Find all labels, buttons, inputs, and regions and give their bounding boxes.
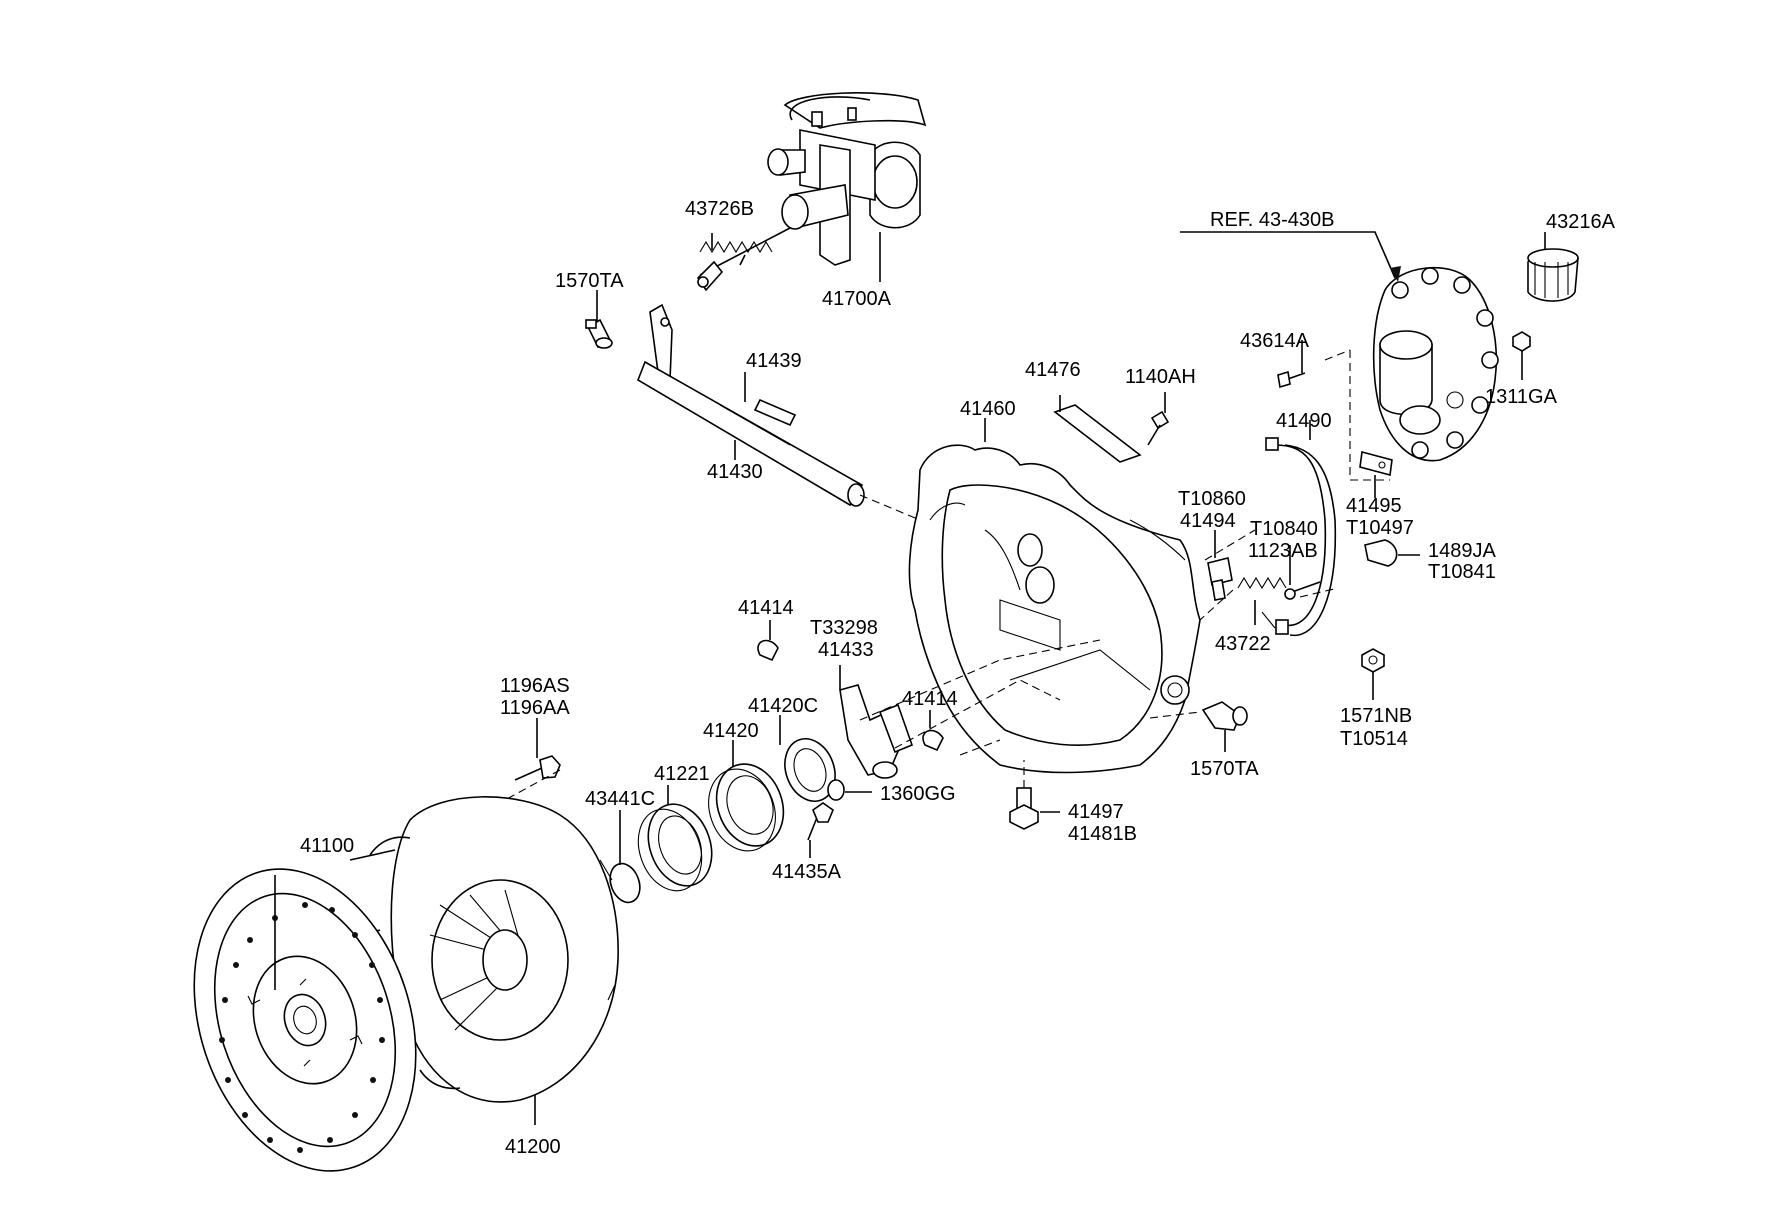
label-41414-right[interactable]: 41414: [902, 688, 958, 710]
elbow-fitting-1570TA-bottom[interactable]: [1201, 701, 1248, 731]
plate-41476[interactable]: [1053, 404, 1142, 463]
clutch-disc-41100[interactable]: [157, 840, 453, 1200]
nut-1311GA[interactable]: [1512, 331, 1531, 352]
label-43722[interactable]: 43722: [1215, 633, 1271, 655]
label-1123AB[interactable]: 1123AB: [1248, 540, 1318, 562]
label-41460[interactable]: 41460: [960, 398, 1016, 420]
clip-1489JA[interactable]: [1364, 539, 1398, 567]
label-41439[interactable]: 41439: [746, 350, 802, 372]
label-41221[interactable]: 41221: [654, 763, 710, 785]
label-41435A[interactable]: 41435A: [772, 861, 842, 883]
label-43216A[interactable]: 43216A: [1546, 211, 1616, 233]
key-41439[interactable]: [753, 398, 797, 427]
label-1196AS[interactable]: 1196AS: [500, 675, 570, 697]
clip-41414-right[interactable]: [922, 729, 944, 752]
clip-41414-left[interactable]: [757, 639, 779, 662]
label-41200[interactable]: 41200: [505, 1136, 561, 1158]
label-41433[interactable]: 41433: [818, 639, 874, 661]
label-41490[interactable]: 41490: [1276, 410, 1332, 432]
label-T10497[interactable]: T10497: [1346, 517, 1414, 539]
push-rod-43726B[interactable]: [696, 227, 791, 292]
label-ref-43-430B[interactable]: REF. 43-430B: [1210, 209, 1335, 231]
label-1489JA[interactable]: 1489JA: [1428, 540, 1496, 562]
label-41100[interactable]: 41100: [300, 835, 354, 857]
label-41420[interactable]: 41420: [703, 720, 759, 742]
leader-lines: [274, 231, 1546, 1125]
label-43614A[interactable]: 43614A: [1240, 330, 1310, 352]
label-1570TA-bottom[interactable]: 1570TA: [1190, 758, 1259, 780]
bearing-43216A[interactable]: [1527, 248, 1579, 302]
release-shaft-41430[interactable]: [637, 303, 865, 507]
label-41430[interactable]: 41430: [707, 461, 763, 483]
label-41414-left[interactable]: 41414: [738, 597, 794, 619]
ring-43441C[interactable]: [605, 859, 645, 906]
release-fork-41433[interactable]: [839, 684, 914, 779]
fitting-41494[interactable]: [1207, 557, 1233, 601]
washer-1360GG[interactable]: [827, 779, 845, 801]
label-41420C[interactable]: 41420C: [748, 695, 818, 717]
label-43441C[interactable]: 43441C: [585, 788, 655, 810]
bracket-41495[interactable]: [1359, 450, 1393, 477]
label-41494[interactable]: 41494: [1180, 510, 1236, 532]
screw-1123AB[interactable]: [1284, 581, 1321, 600]
hose-41490[interactable]: [1261, 437, 1337, 637]
label-41497[interactable]: 41497: [1068, 801, 1124, 823]
bearing-41221[interactable]: [627, 795, 722, 899]
part-labels: 43726B 41700A 1570TA 41439 41430 41476 1…: [300, 198, 1616, 1158]
bolt-43614A[interactable]: [1277, 370, 1306, 389]
bearing-ring-41420C[interactable]: [777, 732, 844, 809]
plug-1571NB[interactable]: [1361, 648, 1385, 673]
bolt-1196AS[interactable]: [514, 755, 561, 781]
label-1311GA[interactable]: 1311GA: [1485, 386, 1558, 408]
label-41700A[interactable]: 41700A: [822, 288, 892, 310]
label-41495[interactable]: 41495: [1346, 495, 1402, 517]
bolt-41435A[interactable]: [807, 802, 834, 841]
bell-housing-41460[interactable]: [908, 444, 1201, 774]
label-T10514[interactable]: T10514: [1340, 728, 1408, 750]
label-1571NB[interactable]: 1571NB: [1340, 705, 1412, 727]
label-1570TA-top[interactable]: 1570TA: [555, 270, 624, 292]
bolt-1140AH[interactable]: [1147, 410, 1170, 446]
label-T33298[interactable]: T33298: [810, 617, 878, 639]
label-T10840[interactable]: T10840: [1250, 518, 1318, 540]
label-1140AH[interactable]: 1140AH: [1125, 366, 1196, 388]
label-41476[interactable]: 41476: [1025, 359, 1081, 381]
label-41481B[interactable]: 41481B: [1068, 823, 1137, 845]
transmission-housing-ref[interactable]: [1372, 266, 1499, 462]
label-1360GG[interactable]: 1360GG: [880, 783, 956, 805]
label-1196AA[interactable]: 1196AA: [500, 697, 570, 719]
bearing-41420[interactable]: [698, 755, 795, 861]
label-43726B[interactable]: 43726B: [685, 198, 754, 220]
spring-43722[interactable]: [1237, 576, 1287, 590]
label-T10860[interactable]: T10860: [1178, 488, 1246, 510]
label-T10841[interactable]: T10841: [1428, 561, 1496, 583]
clutch-cylinder-assembly[interactable]: [767, 92, 927, 266]
elbow-fitting-1570TA-top[interactable]: [585, 318, 613, 349]
bolt-41497[interactable]: [1009, 787, 1039, 830]
